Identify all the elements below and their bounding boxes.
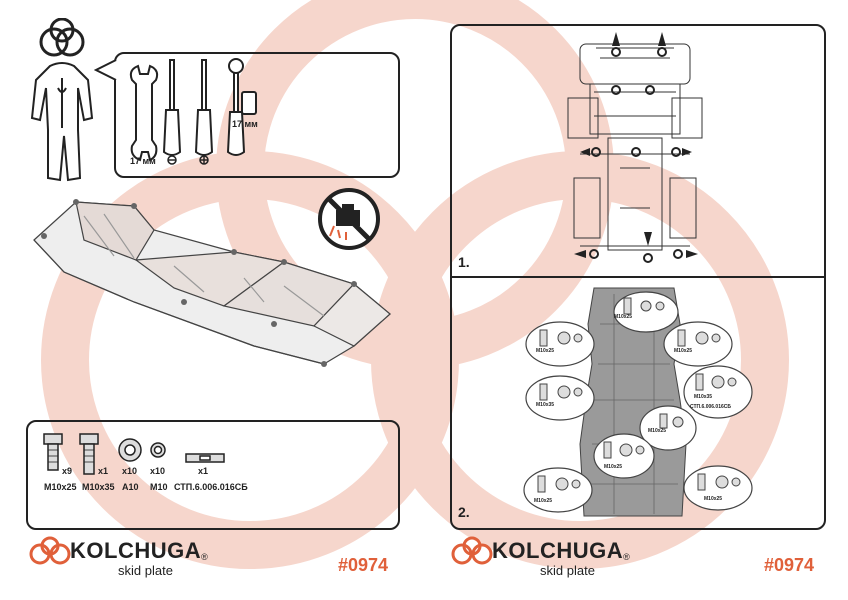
bolt-m10x25-icon <box>43 433 63 445</box>
socket-handle-icon <box>233 71 239 113</box>
callout-5-label: M10x35 <box>694 394 713 400</box>
brand-reg: ® <box>201 552 208 562</box>
brand-name: KOLCHUGA <box>70 538 202 563</box>
label-bracket: СТП.6.006.016СБ <box>174 482 248 492</box>
label-a10: A10 <box>122 482 139 492</box>
steps-divider <box>452 276 824 278</box>
callout-6-label: M10x25 <box>648 428 667 434</box>
brand-reg-right: ® <box>623 552 630 562</box>
callout-1-label: M10x25 <box>614 314 633 320</box>
step-2-label: 2. <box>458 504 470 520</box>
brand-rings-icon-right <box>451 536 493 565</box>
qty-m10x25: x9 <box>62 466 73 476</box>
tools-icon-set <box>129 58 257 165</box>
qty-a10: x10 <box>122 466 138 476</box>
label-m10: M10 <box>150 482 168 492</box>
callout-8 <box>523 467 593 513</box>
socket-size-label: 17 мм <box>232 119 258 129</box>
phillips-screwdriver-icon <box>201 59 207 111</box>
callout-5-bracket-label: СТП.6.006.016СБ <box>690 404 731 410</box>
brand-subtitle-right: skid plate <box>540 563 595 578</box>
part-number-right: #0974 <box>764 555 815 575</box>
callout-9-label: M10x25 <box>704 496 723 502</box>
callout-3 <box>663 321 733 367</box>
part-number-left: #0974 <box>338 555 389 575</box>
hardware-icons <box>43 433 225 475</box>
brand-rings-icon <box>29 536 71 565</box>
callout-8-label: M10x25 <box>534 498 553 504</box>
callout-2 <box>525 321 595 367</box>
callout-5 <box>683 365 753 419</box>
label-m10x25: M10x25 <box>44 482 77 492</box>
callout-4-label: M10x35 <box>536 402 555 408</box>
step-1-label: 1. <box>458 254 470 270</box>
qty-bracket: x1 <box>198 466 209 476</box>
callout-3-label: M10x25 <box>674 348 693 354</box>
brand-subtitle: skid plate <box>118 563 173 578</box>
hardware-panel <box>26 420 400 530</box>
callout-4 <box>525 375 595 421</box>
flat-screwdriver-icon <box>169 59 175 111</box>
callout-9 <box>683 465 753 511</box>
qty-m10: x10 <box>150 466 166 476</box>
callout-2-label: M10x25 <box>536 348 555 354</box>
tools-panel <box>114 52 400 178</box>
skid-plate-illustration <box>33 199 391 367</box>
callout-7-label: M10x25 <box>604 464 623 470</box>
worker-figure-icon <box>30 18 94 182</box>
callout-6 <box>639 405 697 451</box>
wrench-size-label: 17 мм <box>130 156 156 166</box>
steps-panel <box>450 24 826 530</box>
no-engine-running-icon <box>318 188 380 250</box>
qty-m10x35: x1 <box>98 466 109 476</box>
brand-name-right: KOLCHUGA <box>492 538 624 563</box>
bolt-m10x35-icon <box>79 433 99 445</box>
tools-callout-pointer <box>94 59 117 81</box>
step2-callouts <box>523 291 753 513</box>
wrench-icon <box>129 64 159 162</box>
label-m10x35: M10x35 <box>82 482 115 492</box>
step1-vehicle-underside <box>567 32 703 263</box>
socket-icon <box>241 91 257 115</box>
